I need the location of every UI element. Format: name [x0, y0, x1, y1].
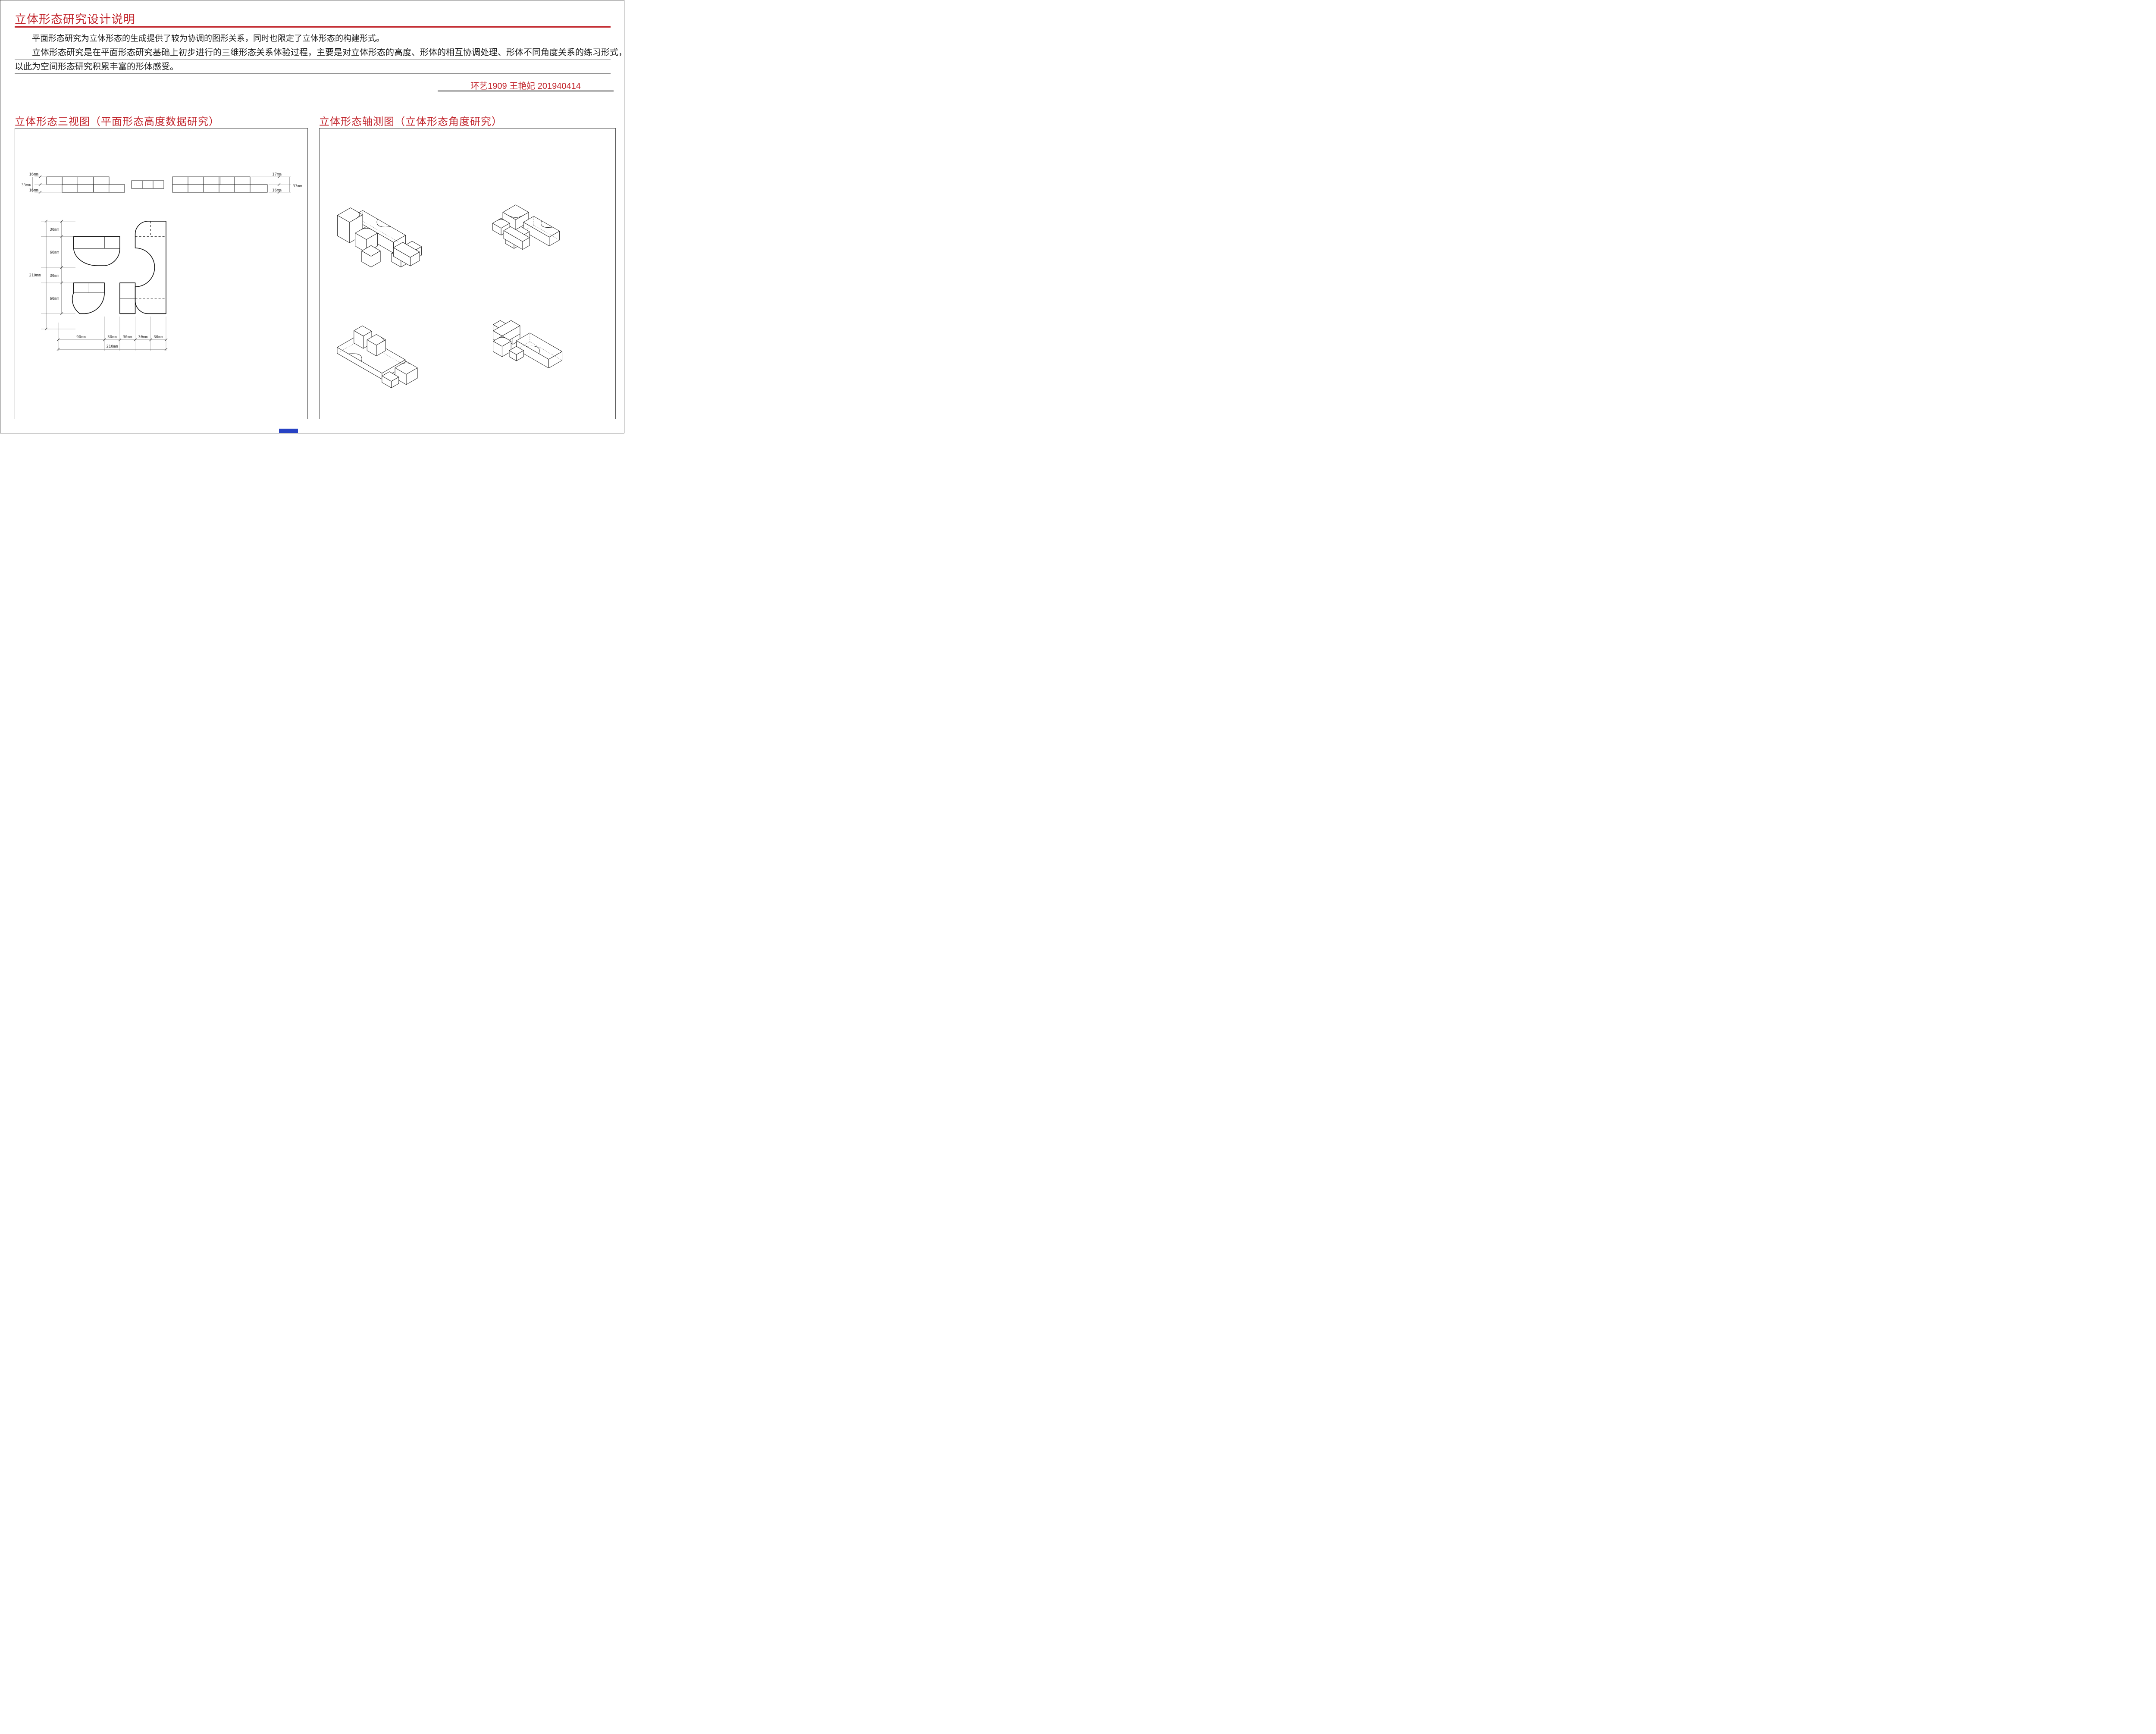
- axonometric-figure-3: [337, 326, 418, 388]
- dimension-label: 33mm: [21, 183, 31, 188]
- design-sheet: 立体形态研究设计说明 平面形态研究为立体形态的生成提供了较为协调的图形关系，同时…: [0, 0, 624, 433]
- page-title: 立体形态研究设计说明: [15, 13, 135, 26]
- plan-piece-slab: [135, 221, 166, 314]
- axonometric-figure-2: [492, 204, 560, 250]
- paragraph-line-1: 平面形态研究为立体形态的生成提供了较为协调的图形关系，同时也限定了立体形态的构建…: [32, 34, 385, 43]
- dimension-label: 17mm: [272, 172, 282, 177]
- dimension-label: 60mm: [50, 251, 59, 255]
- orthographic-drawing-svg: 16mm33mm16mm17mm33mm16mm210mm30mm60mm30m…: [21, 172, 302, 351]
- plan-piece-lower-left: [72, 282, 105, 314]
- dimension-label: 60mm: [50, 297, 59, 301]
- dimension-label: 30mm: [138, 335, 148, 339]
- text-rule-2: [15, 59, 611, 60]
- paragraph-line-3: 以此为空间形态研究积累丰富的形体感受。: [15, 62, 179, 72]
- dimension-label: 33mm: [293, 184, 302, 188]
- dimension-label: 210mm: [106, 345, 118, 349]
- dimension-label: 16mm: [29, 172, 38, 177]
- plan-drawing: [72, 221, 166, 314]
- section-title-axonometric: 立体形态轴测图（立体形态角度研究）: [319, 116, 502, 128]
- paragraph-line-2: 立体形态研究是在平面形态研究基础上初步进行的三维形态关系体验过程，主要是对立体形…: [32, 48, 624, 57]
- axonometric-panel: [319, 128, 616, 419]
- dimension-label: 30mm: [50, 228, 59, 232]
- hidden-edges: [135, 221, 166, 299]
- footer-mark: [279, 429, 298, 433]
- dimension-label: 30mm: [123, 335, 132, 339]
- dimension-annotations: 16mm33mm16mm17mm33mm16mm210mm30mm60mm30m…: [21, 172, 302, 351]
- dimension-label: 210mm: [29, 273, 41, 278]
- section-title-orthographic: 立体形态三视图（平面形态高度数据研究）: [15, 116, 219, 128]
- dimension-label: 16mm: [272, 188, 282, 193]
- dimension-label: 30mm: [154, 335, 163, 339]
- axonometric-figure-4: [493, 320, 563, 369]
- title-underline: [15, 26, 611, 28]
- axonometric-figure-1: [337, 207, 422, 267]
- dimension-label: 90mm: [76, 335, 86, 339]
- dimension-label: 16mm: [29, 188, 38, 193]
- axonometric-drawing-svg: [337, 204, 563, 388]
- student-info: 环艺1909 王艳妃 201940414: [470, 82, 581, 91]
- plan-piece-upper-left: [73, 236, 120, 266]
- text-rule-3: [15, 73, 611, 74]
- elevation-strips: [46, 176, 268, 193]
- dimension-label: 30mm: [107, 335, 117, 339]
- dimension-label: 30mm: [50, 274, 59, 278]
